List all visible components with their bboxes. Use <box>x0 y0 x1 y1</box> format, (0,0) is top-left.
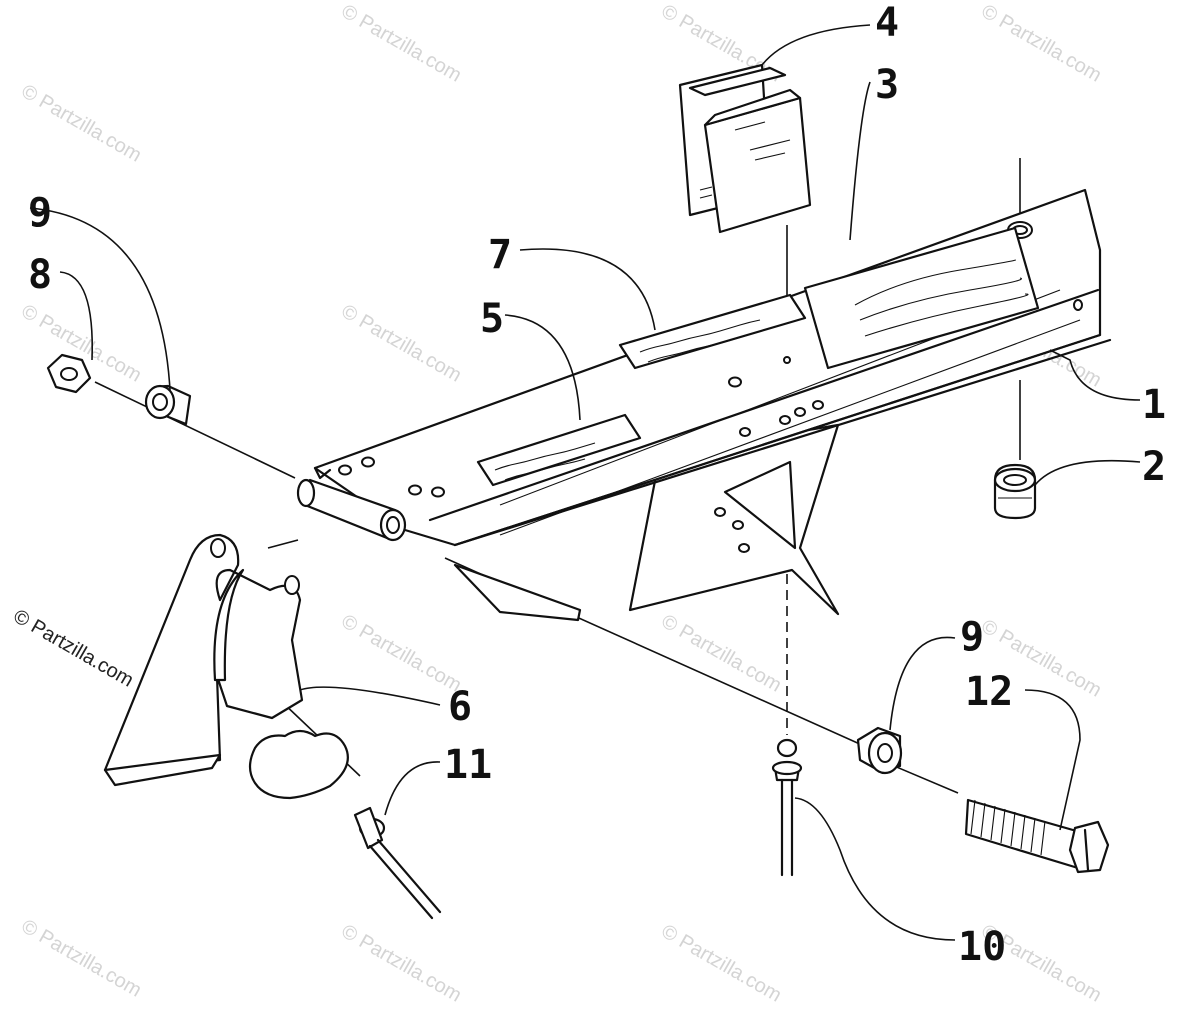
callout-9-left: 9 <box>28 190 52 236</box>
decal-7 <box>618 293 807 370</box>
decals <box>476 226 1040 487</box>
watermark: © Partzilla.com <box>338 0 466 86</box>
callout-1: 1 <box>1142 382 1166 428</box>
grommet <box>993 463 1037 520</box>
watermark: © Partzilla.com <box>338 300 466 386</box>
nut <box>46 353 92 394</box>
watermark: © Partzilla.com <box>978 0 1106 86</box>
callout-numbers: 1 2 3 4 5 6 7 8 9 9 10 11 12 <box>28 0 1166 970</box>
callout-11: 11 <box>444 742 492 788</box>
watermark: © Partzilla.com <box>658 610 786 696</box>
leader-lines <box>29 24 1141 941</box>
bushing-left <box>144 384 192 426</box>
callout-2: 2 <box>1142 444 1166 490</box>
callout-8: 8 <box>28 252 52 298</box>
rivet-left <box>353 806 442 920</box>
callout-6: 6 <box>448 684 472 730</box>
callout-10: 10 <box>958 924 1006 970</box>
watermark: © Partzilla.com <box>338 920 466 1006</box>
callout-7: 7 <box>488 232 512 278</box>
decal-3 <box>803 226 1040 370</box>
hinge-bracket <box>103 533 304 787</box>
callout-4: 4 <box>875 0 899 46</box>
bushing-right <box>856 726 903 775</box>
watermark: © Partzilla.com <box>338 610 466 696</box>
watermark: © Partzilla.com <box>658 920 786 1006</box>
rivet-center <box>771 738 803 877</box>
callout-12: 12 <box>965 669 1013 715</box>
callout-3: 3 <box>875 62 899 108</box>
watermark: © Partzilla.com <box>18 80 146 166</box>
manual-pouch <box>678 63 812 234</box>
bolt <box>964 798 1110 874</box>
watermark: © Partzilla.com <box>18 915 146 1001</box>
callout-9-right: 9 <box>960 614 984 660</box>
decal-5 <box>476 413 642 487</box>
hinge-plate <box>248 729 349 800</box>
watermark-dark: © Partzilla.com <box>10 605 138 691</box>
callout-5: 5 <box>480 296 504 342</box>
